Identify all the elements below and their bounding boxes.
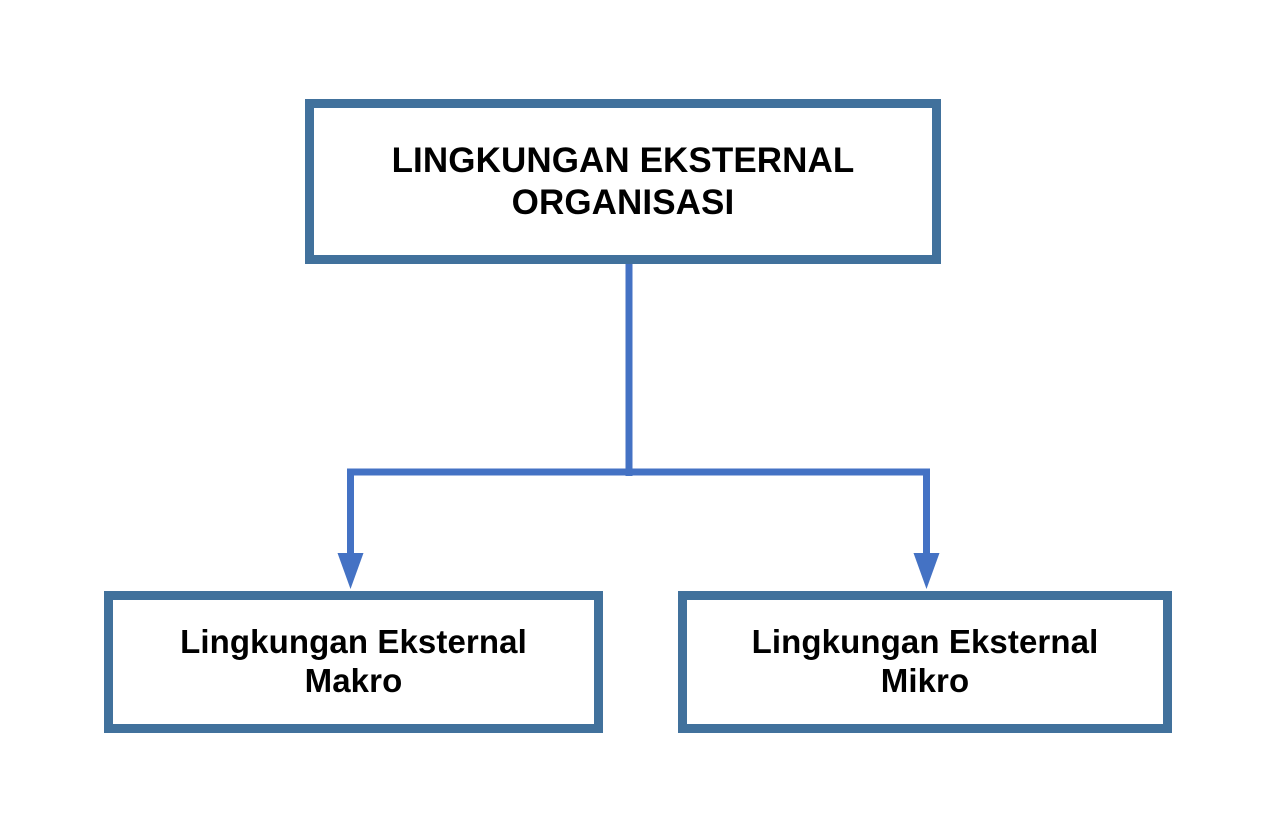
node-child-mikro-label-line2: Mikro (880, 662, 970, 699)
connector-right-leg (923, 468, 930, 557)
connector-root-stem (625, 264, 633, 476)
node-child-mikro-label: Lingkungan Eksternal Mikro (742, 623, 1109, 701)
node-root-label: LINGKUNGAN EKSTERNAL ORGANISASI (382, 140, 865, 223)
connector-horizontal-bar (347, 468, 930, 476)
arrowhead-left-icon (337, 553, 364, 589)
arrowhead-right-icon (913, 553, 940, 589)
node-root-label-line2: ORGANISASI (511, 182, 735, 222)
node-root[interactable]: LINGKUNGAN EKSTERNAL ORGANISASI (305, 99, 941, 264)
node-child-mikro-label-line1: Lingkungan Eksternal (751, 623, 1099, 661)
node-child-makro-label-line2: Makro (304, 662, 403, 699)
node-child-makro[interactable]: Lingkungan Eksternal Makro (104, 591, 603, 733)
node-root-label-line1: LINGKUNGAN EKSTERNAL (391, 141, 855, 181)
connector-left-leg (347, 468, 354, 557)
node-child-makro-label: Lingkungan Eksternal Makro (170, 623, 537, 701)
node-child-mikro[interactable]: Lingkungan Eksternal Mikro (678, 591, 1172, 733)
node-child-makro-label-line1: Lingkungan Eksternal (180, 623, 527, 661)
